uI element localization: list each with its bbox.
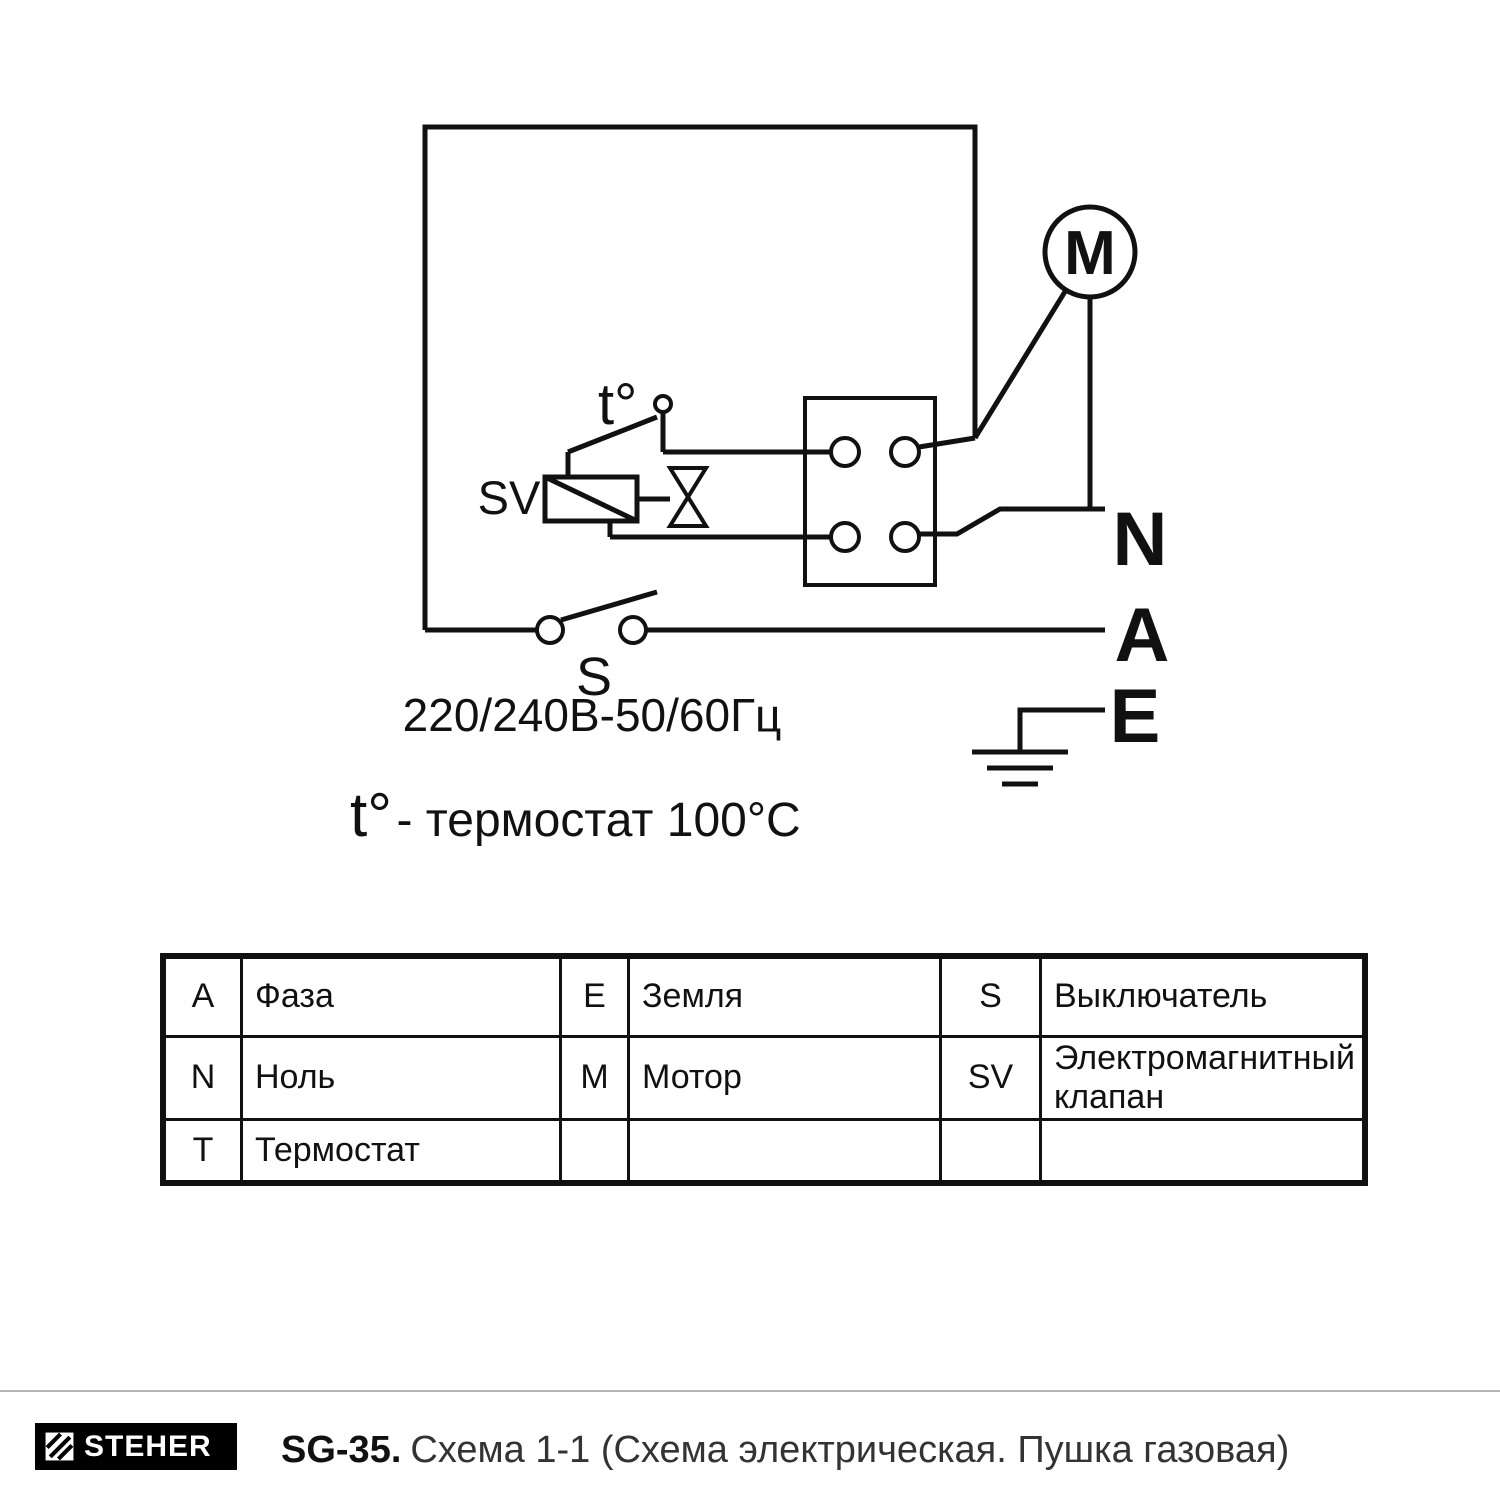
components <box>535 204 1138 645</box>
switch-blade <box>560 589 658 623</box>
legend-key-phase: A <box>166 959 243 1038</box>
wires <box>422 124 1105 787</box>
circuit-diagram: M t° SV S 220/240В-50/60Гц N A E t° - те… <box>350 124 1169 850</box>
legend-key-empty-2 <box>942 1121 1042 1180</box>
earth-label: E <box>1110 674 1161 759</box>
footer-caption: SG-35.Схема 1-1 (Схема электрическая. Пу… <box>281 1429 1289 1472</box>
brand-name: STEHER <box>84 1429 212 1463</box>
motor-lead-left <box>972 288 1069 440</box>
footer-divider <box>0 1390 1500 1392</box>
voltage-label: 220/240В-50/60Гц <box>403 689 782 741</box>
solenoid-coil-diagonal <box>543 474 639 524</box>
switch-label: S <box>576 647 612 707</box>
thermostat-note-symbol: t° <box>350 781 392 850</box>
solenoid-label: SV <box>478 471 541 524</box>
caption-text: Схема 1-1 (Схема электрическая. Пушка га… <box>410 1429 1290 1471</box>
valve-triangle-bottom <box>666 493 710 528</box>
legend-value-neutral: Ноль <box>243 1038 562 1121</box>
legend-key-motor: M <box>562 1038 630 1121</box>
legend-key-earth: E <box>562 959 630 1038</box>
model-number: SG-35. <box>281 1429 402 1471</box>
phase-label: A <box>1115 593 1170 678</box>
brand-logo: STEHER <box>35 1423 237 1470</box>
legend-key-solenoid: SV <box>942 1038 1042 1121</box>
legend-value-solenoid: Электромагнитный клапан <box>1042 1038 1362 1121</box>
connector-block <box>803 396 937 587</box>
legend-key-empty-1 <box>562 1121 630 1180</box>
wire-outer-loop <box>422 124 978 630</box>
motor-circle <box>1042 204 1138 300</box>
legend-value-phase: Фаза <box>243 959 562 1038</box>
labels: M t° SV S 220/240В-50/60Гц N A E t° - те… <box>350 219 1169 850</box>
thermostat-contact <box>653 394 673 414</box>
wire-earth <box>1017 707 1105 752</box>
wire-neutral-line <box>919 506 1105 537</box>
thermostat-label: t° <box>598 372 637 437</box>
legend-key-neutral: N <box>166 1038 243 1121</box>
thermostat-note-text: - термостат 100°C <box>396 794 800 847</box>
legend-value-empty-2 <box>1042 1121 1362 1180</box>
legend-key-switch: S <box>942 959 1042 1038</box>
motor-label: M <box>1064 219 1116 288</box>
thermostat-blade <box>567 414 658 455</box>
legend-value-thermostat: Термостат <box>243 1121 562 1180</box>
thermostat-note: t° - термостат 100°C <box>350 781 801 850</box>
switch-terminal-right <box>618 615 648 645</box>
legend-value-earth: Земля <box>630 959 942 1038</box>
connector-terminal-br <box>889 521 921 553</box>
wire-connector-to-loop <box>918 435 976 450</box>
connector-terminal-tr <box>889 436 921 468</box>
legend-table: A Фаза E Земля S Выключатель N Ноль M Мо… <box>160 953 1368 1186</box>
connector-terminal-tl <box>829 436 861 468</box>
legend-key-thermostat: T <box>166 1121 243 1180</box>
brand-logo-icon <box>45 1432 74 1461</box>
neutral-label: N <box>1113 497 1168 582</box>
legend-value-motor: Мотор <box>630 1038 942 1121</box>
valve-triangle-top <box>666 466 710 501</box>
switch-terminal-left <box>535 615 565 645</box>
connector-terminal-bl <box>829 521 861 553</box>
legend-value-empty-1 <box>630 1121 942 1180</box>
legend-value-switch: Выключатель <box>1042 959 1362 1038</box>
